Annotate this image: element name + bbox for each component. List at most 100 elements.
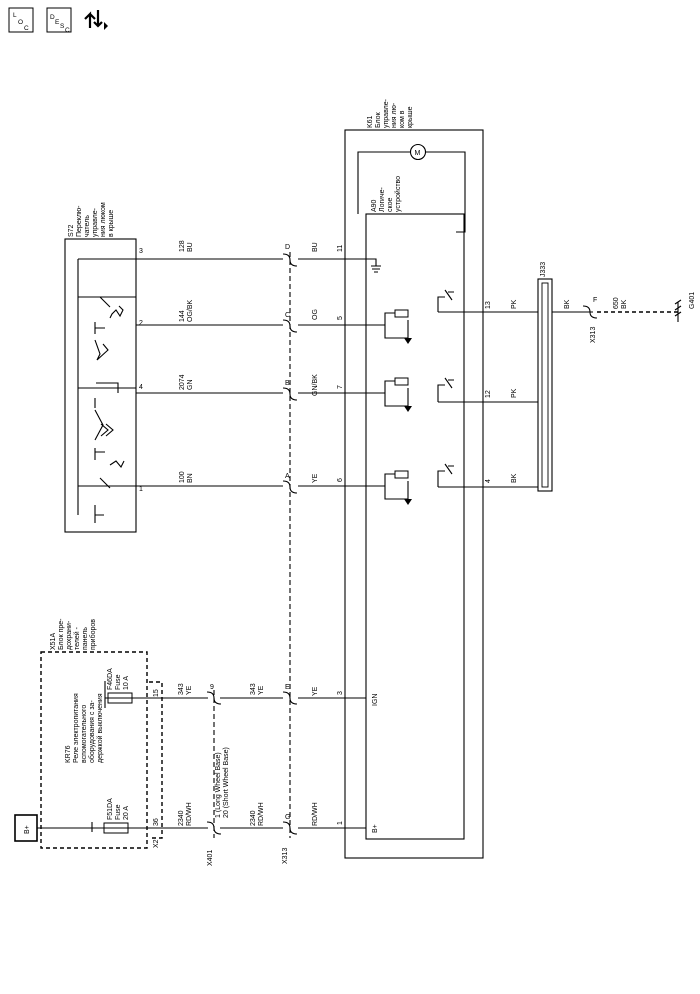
k61-pin-4: 4 xyxy=(485,479,492,483)
svg-text:C: C xyxy=(65,27,70,34)
wire-label-100: 100 BN xyxy=(179,471,194,483)
k61-pin-12: 12 xyxy=(485,390,492,398)
svg-text:F46DA: F46DA xyxy=(107,668,114,690)
svg-text:панель: панель xyxy=(82,627,89,650)
connector-view-icon[interactable] xyxy=(84,10,108,30)
svg-text:B+: B+ xyxy=(24,825,31,834)
wire-label-343b: 343 YE xyxy=(250,683,265,695)
svg-text:GN/BK: GN/BK xyxy=(312,374,319,396)
svg-text:B+: B+ xyxy=(372,824,379,833)
svg-text:чатель: чатель xyxy=(84,215,91,237)
f51da-label: F51DA Fuse 20 A xyxy=(107,798,130,820)
s72-pin-4: 4 xyxy=(139,384,143,391)
s72-label: S72 Переклю- чатель управле- ния люком в… xyxy=(68,202,115,237)
svg-text:Логиче-: Логиче- xyxy=(379,187,386,212)
x2-label: X2 xyxy=(153,839,160,848)
svg-text:L: L xyxy=(13,12,17,19)
svg-text:управле-: управле- xyxy=(383,98,390,128)
wire-label-2340a: 2340 RD/WH xyxy=(178,802,193,826)
x401-pin-9: 9 xyxy=(210,684,214,691)
loc-button[interactable]: L O C xyxy=(8,7,34,33)
wire-label-2074: 2074 GN xyxy=(179,374,194,390)
svg-text:управле-: управле- xyxy=(92,207,99,237)
svg-text:3: 3 xyxy=(337,691,344,695)
x401-pin-1-shape xyxy=(206,821,222,835)
svg-text:X401: X401 xyxy=(207,850,214,866)
wire-label-128: 128 BU xyxy=(179,240,194,252)
svg-text:ское: ское xyxy=(387,197,394,212)
svg-text:5: 5 xyxy=(337,316,344,320)
k61-pin-13: 13 xyxy=(485,301,492,309)
svg-text:O: O xyxy=(18,19,23,26)
x2-pin-36: 36 xyxy=(153,818,160,826)
svg-text:IGN: IGN xyxy=(372,694,379,706)
color-pk1: PK xyxy=(511,299,518,309)
svg-text:дохрани-: дохрани- xyxy=(66,620,73,650)
svg-text:RD/WH: RD/WH xyxy=(312,802,319,826)
svg-text:11: 11 xyxy=(337,245,344,252)
svg-text:крыше: крыше xyxy=(407,106,414,128)
svg-text:держкой выключения: держкой выключения xyxy=(96,693,104,763)
svg-text:E: E xyxy=(55,19,60,26)
input-bplus-label: B+ xyxy=(372,824,379,833)
svg-text:10 A: 10 A xyxy=(123,676,130,690)
k61-pin-11: 11 xyxy=(337,245,344,252)
color-gnbk: GN/BK xyxy=(312,374,319,396)
svg-text:BU: BU xyxy=(187,242,194,252)
color-rdwh: RD/WH xyxy=(312,802,319,826)
svg-text:BN: BN xyxy=(187,473,194,483)
color-ye2: YE xyxy=(312,686,319,696)
svg-text:4: 4 xyxy=(485,479,492,483)
svg-text:F51DA: F51DA xyxy=(107,798,114,820)
desc-button[interactable]: D E S C xyxy=(46,7,72,34)
svg-text:оборудования с за-: оборудования с за- xyxy=(88,700,96,763)
svg-text:YE: YE xyxy=(312,686,319,696)
svg-text:YE: YE xyxy=(312,473,319,483)
svg-text:343: 343 xyxy=(178,683,185,695)
x51a-label: X51A Блок пре- дохрани- телей - панель п… xyxy=(50,618,97,650)
s72-contacts xyxy=(77,258,136,523)
color-bk2: BK xyxy=(564,299,571,309)
battery-power-label: B+ xyxy=(24,825,31,834)
svg-text:20 (Short Wheel Base): 20 (Short Wheel Base) xyxy=(223,747,230,818)
motor-label: M xyxy=(415,150,421,157)
x313-pin-f: F xyxy=(593,297,597,304)
k61-pin-7: 7 xyxy=(337,385,344,389)
a90-output-switches xyxy=(437,289,465,488)
svg-text:ком в: ком в xyxy=(399,110,406,128)
svg-text:D: D xyxy=(50,14,55,21)
svg-text:650: 650 xyxy=(613,297,620,309)
svg-text:PK: PK xyxy=(511,388,518,398)
k61-pin-5: 5 xyxy=(337,316,344,320)
motor-icon xyxy=(409,143,427,161)
svg-text:вспомогательного: вспомогательного xyxy=(81,705,88,763)
s72-switch-box xyxy=(64,238,137,533)
wire-label-650: 650 BK xyxy=(613,297,628,309)
x401-pin-9-shape xyxy=(206,691,222,705)
fuse-f46da xyxy=(104,681,133,708)
svg-text:7: 7 xyxy=(337,385,344,389)
svg-text:100: 100 xyxy=(179,471,186,483)
svg-text:телей -: телей - xyxy=(73,626,81,650)
svg-text:Переклю-: Переклю- xyxy=(76,205,83,237)
fuse-f51da xyxy=(91,822,129,834)
ground-icon xyxy=(674,299,682,322)
svg-text:A90: A90 xyxy=(371,199,378,212)
svg-text:128: 128 xyxy=(179,240,186,252)
j333-label: J333 xyxy=(540,262,547,277)
x313-pin-a: A xyxy=(285,473,290,480)
svg-text:Блок пре-: Блок пре- xyxy=(58,618,65,650)
svg-text:12: 12 xyxy=(485,390,492,398)
svg-text:RD/WH: RD/WH xyxy=(258,802,265,826)
svg-text:2340: 2340 xyxy=(250,810,257,826)
svg-text:ния лю-: ния лю- xyxy=(391,102,398,128)
svg-text:BK: BK xyxy=(511,473,518,483)
color-bk1: BK xyxy=(511,473,518,483)
svg-text:BU: BU xyxy=(312,242,319,252)
s72-pin-1: 1 xyxy=(139,486,143,493)
svg-text:OG: OG xyxy=(312,309,319,320)
svg-text:36: 36 xyxy=(153,818,160,826)
svg-text:Реле электропитания: Реле электропитания xyxy=(73,693,80,763)
svg-text:20 A: 20 A xyxy=(123,806,130,820)
